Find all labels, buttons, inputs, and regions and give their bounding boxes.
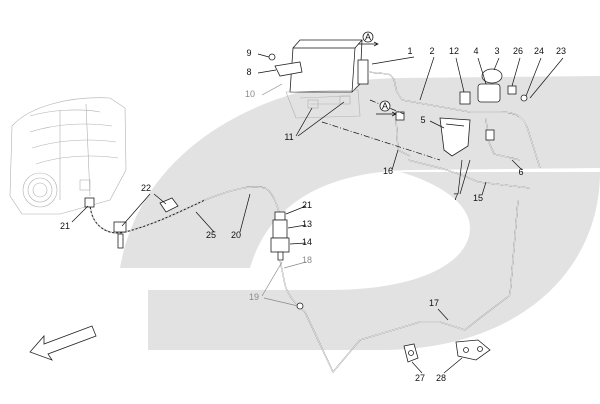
view-a-marker-top: A [358,31,379,47]
connector-21 [274,211,286,221]
direction-arrow [29,325,97,361]
part-label-20: 20 [231,230,241,240]
pipe-20 [204,186,281,216]
filter-13 [272,219,288,239]
intake-manifold [9,97,127,215]
part-label-24: 24 [534,46,544,56]
part-label-19: 19 [249,292,259,302]
clip-27 [403,343,419,363]
part-label-25: 25 [206,230,216,240]
pipe-15 [407,159,531,189]
part-label-12: 12 [449,46,459,56]
hose-connector [84,197,95,208]
hose-clip [159,197,179,213]
valve-14 [270,237,290,253]
cap-3 [481,68,503,84]
part-label-17: 17 [429,298,439,308]
part-label-13: 13 [302,219,312,229]
throttle-body [22,172,58,208]
part-label-18: 18 [302,255,312,265]
part-label-21: 21 [302,200,312,210]
part-label-15: 15 [473,193,483,203]
union-6 [485,129,495,141]
view-a-label: A [365,32,371,42]
watermark-logo [120,76,600,350]
union-16 [395,111,405,121]
part-label-26: 26 [513,46,523,56]
valve-assembly [270,211,290,261]
part-label-14: 14 [302,237,312,247]
support-bracket-11 [285,89,361,119]
solenoid-bracket [395,68,528,157]
bolt-9 [268,53,276,61]
part-label-2: 2 [429,46,434,56]
fitting-26 [507,85,517,95]
part-label-7: 7 [453,192,458,202]
part-label-8: 8 [246,67,251,77]
part-label-22: 22 [141,183,151,193]
bracket-8 [274,61,303,77]
watermark-top-swoosh [120,76,600,268]
screw-24 [520,94,528,102]
leader-lines [71,53,564,374]
part-label-9: 9 [246,48,251,58]
part-label-23: 23 [556,46,566,56]
part-label-3: 3 [494,46,499,56]
reference-lines [321,99,441,161]
charcoal-canister [268,39,369,93]
watermark-bottom-swoosh [148,172,600,350]
view-a-label: A [382,101,388,111]
valve-outlet [277,251,284,261]
hose-stub [117,233,124,249]
part-label-11: 11 [284,132,293,142]
fitting-12 [459,91,471,105]
valve-4 [477,83,501,103]
part-label-10: 10 [245,89,255,99]
part-label-27: 27 [415,373,425,383]
canister-port [357,59,369,85]
hose-t-junction [113,221,127,233]
hose-25 [84,197,206,249]
view-a-marker-mid: A [376,100,397,117]
part-label-4: 4 [473,46,478,56]
part-label-5: 5 [420,115,425,125]
part-label-16: 16 [383,166,393,176]
clip-28 [455,339,491,361]
part-label-6: 6 [518,167,523,177]
part-label-28: 28 [436,373,446,383]
part-label-21: 21 [60,221,70,231]
pipe-17 [279,199,519,374]
part-label-1: 1 [407,46,412,56]
